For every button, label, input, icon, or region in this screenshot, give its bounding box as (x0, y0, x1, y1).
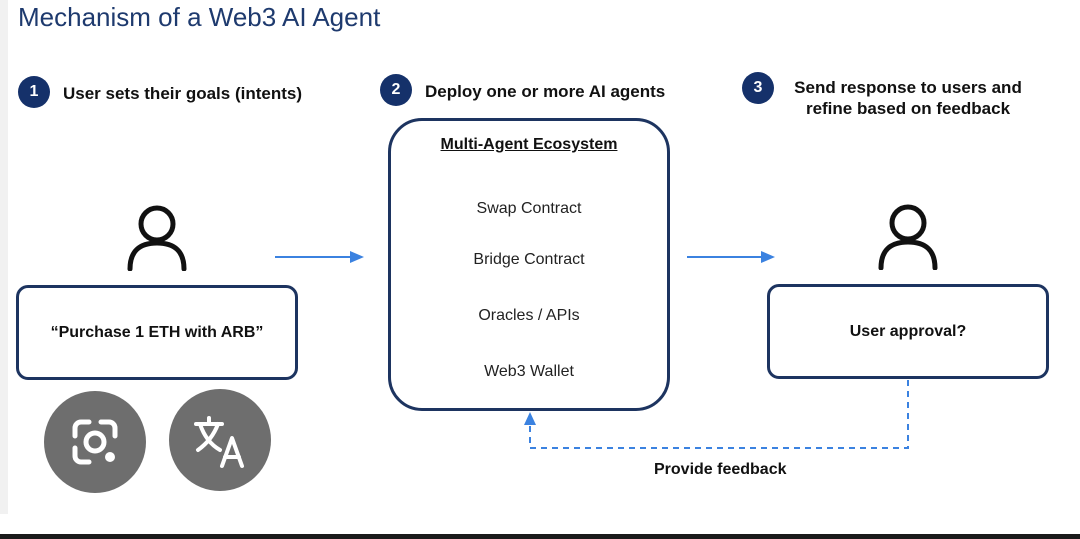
step-3-badge: 3 (742, 72, 774, 104)
user-approval-text: User approval? (849, 322, 967, 340)
translate-button[interactable] (169, 389, 271, 491)
step-2-badge: 2 (380, 74, 412, 106)
web3-wallet-item: Web3 Wallet (484, 363, 574, 380)
user-approval-box: User approval? (767, 284, 1049, 379)
ecosystem-title: Multi-Agent Ecosystem (440, 136, 618, 153)
feedback-dashed-arrow (524, 380, 909, 449)
step-1-label: User sets their goals (intents) (63, 84, 303, 103)
google-lens-icon (72, 419, 118, 465)
bridge-contract-item: Bridge Contract (473, 251, 585, 268)
google-lens-button[interactable] (44, 391, 146, 493)
translate-icon (194, 416, 244, 468)
step-3-line-1: Send response to users and (794, 78, 1022, 97)
user-request-text: “Purchase 1 ETH with ARB” (50, 323, 264, 341)
step-2-label: Deploy one or more AI agents (425, 82, 666, 101)
swap-contract-item: Swap Contract (476, 200, 582, 217)
left-edge-strip (0, 0, 8, 514)
user-icon-right (878, 204, 938, 270)
user-request-box: “Purchase 1 ETH with ARB” (16, 285, 298, 380)
multi-agent-ecosystem-box: Multi-Agent Ecosystem Swap Contract Brid… (388, 118, 670, 411)
arrow-to-user (687, 251, 775, 263)
step-1-badge: 1 (18, 76, 50, 108)
step-3-line-2: refine based on feedback (805, 99, 1011, 118)
arrow-to-ecosystem (275, 251, 364, 263)
user-icon (127, 205, 187, 271)
oracles-apis-item: Oracles / APIs (478, 307, 580, 324)
step-3-label: Send response to users and refine based … (786, 77, 1030, 119)
feedback-label: Provide feedback (654, 461, 787, 478)
bottom-divider (0, 534, 1080, 539)
diagram-title: Mechanism of a Web3 AI Agent (18, 2, 381, 32)
